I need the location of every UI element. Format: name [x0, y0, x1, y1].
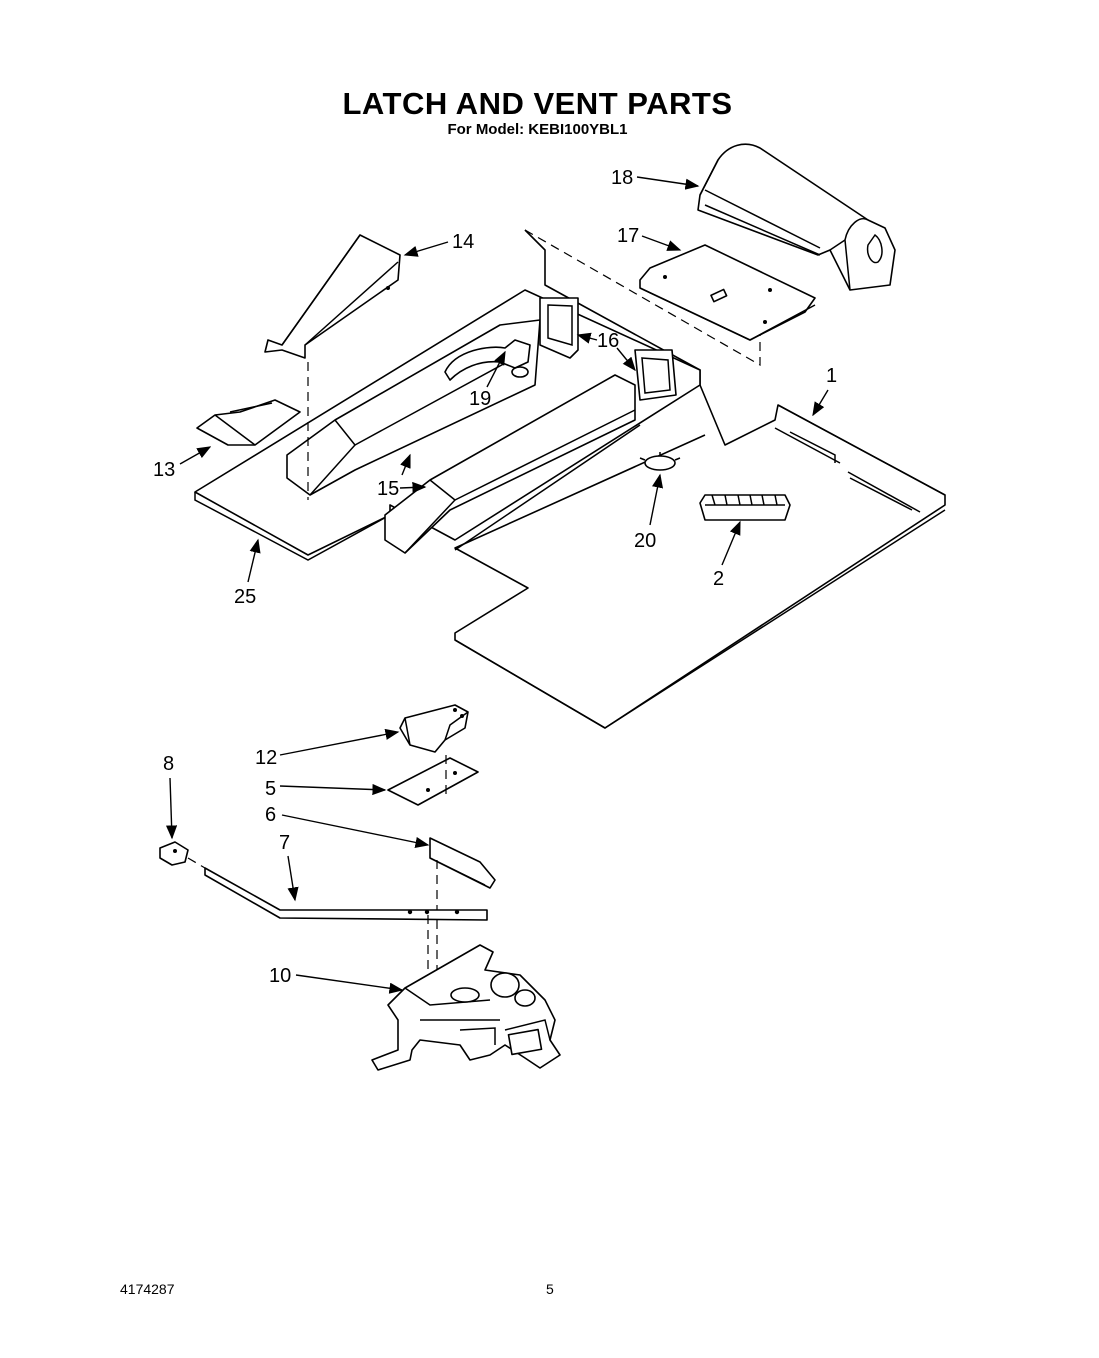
- svg-text:1: 1: [826, 365, 837, 387]
- svg-text:5: 5: [265, 778, 276, 800]
- part-16-insulation-block: [539, 297, 677, 401]
- part-8-knob: [159, 841, 189, 866]
- svg-text:13: 13: [153, 459, 175, 481]
- svg-text:6: 6: [265, 804, 276, 826]
- callout-20: 20: [634, 473, 664, 552]
- svg-text:18: 18: [611, 167, 633, 189]
- svg-text:20: 20: [634, 530, 656, 552]
- callout-15: 15: [377, 453, 427, 500]
- callout-17: 17: [617, 225, 682, 251]
- callout-16: 16: [576, 330, 636, 372]
- svg-text:25: 25: [234, 586, 256, 608]
- part-10-latch-assembly: [371, 944, 561, 1071]
- callout-2: 2: [713, 520, 741, 590]
- part-14-vent-hood: [264, 234, 401, 500]
- callout-10: 10: [269, 965, 404, 994]
- part-20-thermostat: [639, 452, 681, 471]
- page-number: 5: [546, 1281, 554, 1297]
- svg-text:19: 19: [469, 388, 491, 410]
- document-number: 4174287: [120, 1281, 175, 1297]
- svg-text:15: 15: [377, 478, 399, 500]
- part-5-switch-plate: [387, 755, 479, 806]
- part-7-latch-rod: [187, 857, 488, 985]
- svg-text:17: 17: [617, 225, 639, 247]
- svg-text:16: 16: [597, 330, 619, 352]
- callout-1: 1: [812, 365, 837, 417]
- part-18-blower: [697, 143, 896, 291]
- part-1-top-panel: [454, 229, 946, 729]
- part-2-terminal-block: [699, 494, 791, 521]
- diagram-title: LATCH AND VENT PARTS: [342, 86, 733, 121]
- part-19-hose: [444, 339, 531, 381]
- callout-14: 14: [403, 231, 474, 257]
- callout-5: 5: [265, 778, 387, 800]
- part-6-bracket: [429, 837, 496, 970]
- callout-18: 18: [611, 167, 700, 190]
- svg-text:2: 2: [713, 568, 724, 590]
- part-12-switch: [399, 704, 469, 753]
- svg-text:12: 12: [255, 747, 277, 769]
- svg-text:8: 8: [163, 753, 174, 775]
- callout-7: 7: [279, 832, 299, 902]
- model-subtitle: For Model: KEBI100YBL1: [447, 121, 628, 138]
- callout-8: 8: [163, 753, 178, 840]
- callout-6: 6: [265, 804, 430, 848]
- part-13-bracket: [196, 399, 301, 446]
- part-17-mounting-plate: [639, 244, 816, 341]
- callout-25: 25: [234, 538, 261, 608]
- svg-text:7: 7: [279, 832, 290, 854]
- callout-13: 13: [153, 446, 212, 481]
- svg-text:10: 10: [269, 965, 291, 987]
- callout-19: 19: [469, 350, 506, 410]
- svg-text:14: 14: [452, 231, 474, 253]
- callout-12: 12: [255, 728, 400, 769]
